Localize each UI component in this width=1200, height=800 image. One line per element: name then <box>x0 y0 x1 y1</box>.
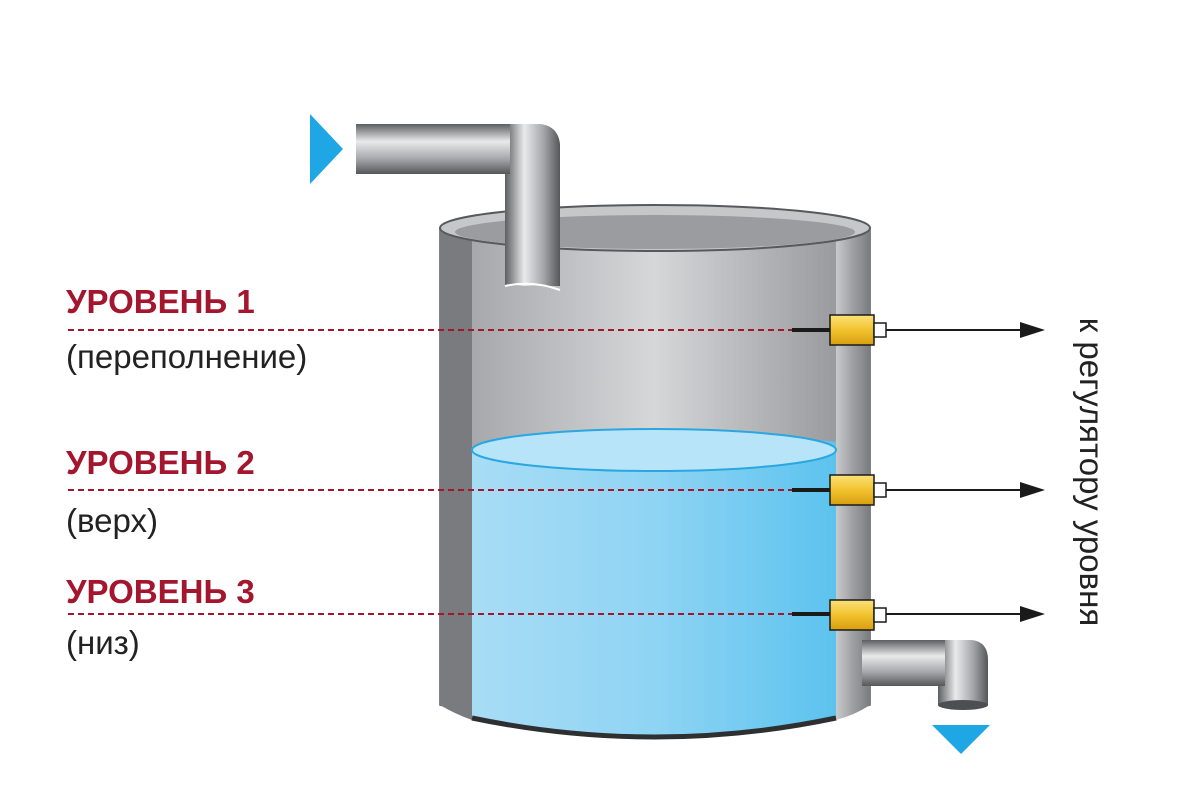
level-2-subtitle: (верх) <box>66 502 158 539</box>
level-2: УРОВЕНЬ 2 (верх) <box>66 444 1045 539</box>
level-1: УРОВЕНЬ 1 (переполнение) <box>66 283 1045 375</box>
water-surface <box>471 428 837 472</box>
level-3-subtitle: (низ) <box>66 624 140 661</box>
level-3-sensor <box>829 599 875 631</box>
level-1-subtitle: (переполнение) <box>66 338 307 375</box>
level-2-sensor <box>829 474 875 506</box>
level-1-signal-arrow <box>1020 322 1045 338</box>
level-1-title: УРОВЕНЬ 1 <box>66 283 255 320</box>
level-1-sensor-plug <box>873 322 887 338</box>
outlet-pipe-elbow <box>938 640 988 705</box>
level-3-signal-arrow <box>1020 606 1045 622</box>
outlet-pipe-opening <box>938 700 988 710</box>
inlet-pipe-end <box>504 282 561 291</box>
level-3-title: УРОВЕНЬ 3 <box>66 573 255 610</box>
tank-right-wall <box>836 228 870 720</box>
inlet-pipe-vertical <box>505 230 560 286</box>
level-2-title: УРОВЕНЬ 2 <box>66 444 255 481</box>
level-2-signal-arrow <box>1020 482 1045 498</box>
outlet-flow-arrow <box>932 725 990 754</box>
tank-left-wall <box>440 228 472 720</box>
level-1-sensor <box>829 314 875 346</box>
water <box>472 432 836 738</box>
level-2-sensor-plug <box>873 482 887 498</box>
inlet-pipe-horizontal <box>356 124 516 174</box>
tank-bottom-edge <box>471 715 837 740</box>
inlet-flow-arrow <box>310 114 343 184</box>
level-3: УРОВЕНЬ 3 (низ) <box>66 573 1045 661</box>
inlet-pipe-elbow <box>505 124 560 230</box>
level-controller-label: к регулятору уровня <box>1073 318 1110 626</box>
outlet-pipe-horizontal <box>862 640 952 686</box>
level-3-sensor-plug <box>873 607 887 623</box>
